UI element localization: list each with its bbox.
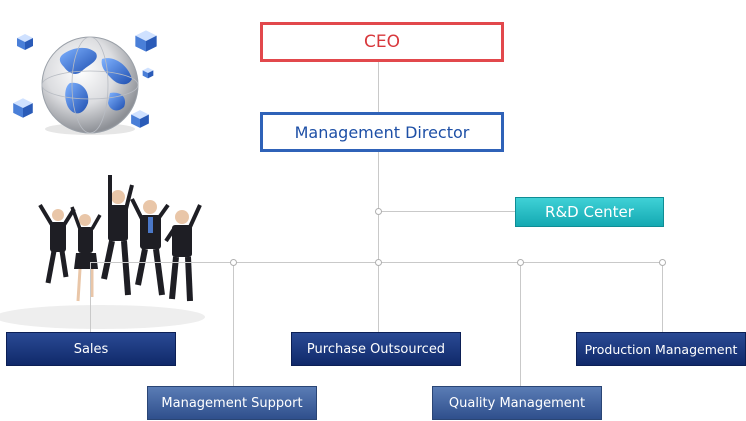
connector-production-management (662, 262, 663, 332)
junction-dot (230, 259, 237, 266)
sales-node: Sales (6, 332, 176, 366)
connector-sales (90, 262, 91, 332)
jumping-business-people-image (0, 165, 260, 340)
junction-dot (659, 259, 666, 266)
connector-management-support (233, 262, 234, 386)
globe-icon (10, 25, 170, 140)
connector-quality-management (520, 262, 521, 386)
quality-management-node: Quality Management (432, 386, 602, 420)
production-management-node: Production Management (576, 332, 746, 366)
connector-ceo-director (378, 62, 379, 112)
junction-dot (375, 259, 382, 266)
connector-purchase-outsourced (378, 262, 379, 332)
connector-director-trunk (378, 152, 379, 262)
management-director-node: Management Director (260, 112, 504, 152)
junction-dot (375, 208, 382, 215)
management-support-node: Management Support (147, 386, 317, 420)
junction-dot (517, 259, 524, 266)
connector-rnd (378, 211, 515, 212)
ceo-node: CEO (260, 22, 504, 62)
rnd-center-node: R&D Center (515, 197, 664, 227)
purchase-outsourced-node: Purchase Outsourced (291, 332, 461, 366)
